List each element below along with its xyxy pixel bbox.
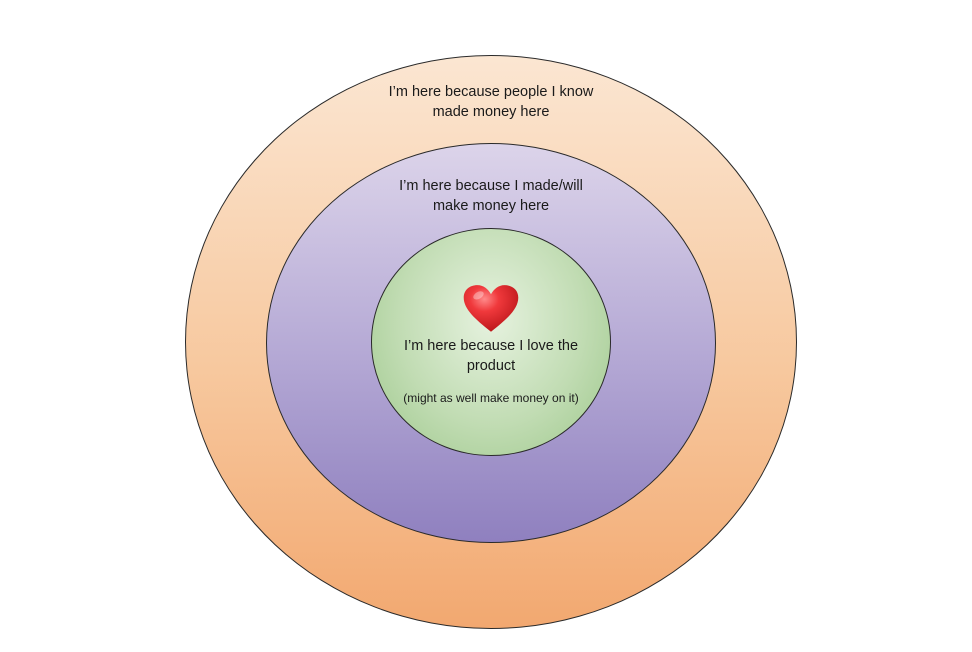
middle-circle-label-line-1: I’m here because I made/will — [399, 178, 583, 194]
inner-circle-label-line-1: I’m here because I love the — [403, 338, 579, 354]
middle-circle-label: I’m here because I made/will make money … — [341, 176, 641, 216]
outer-circle-label-line-2: made money here — [432, 104, 550, 120]
middle-circle-label-line-2: make money here — [432, 198, 550, 214]
outer-circle-label: I’m here because people I know made mone… — [341, 82, 641, 122]
inner-circle-label: I’m here because I love the product — [381, 336, 601, 376]
outer-circle-label-line-1: I’m here because people I know — [388, 84, 594, 100]
inner-circle-label-line-2: product — [466, 358, 516, 374]
inner-circle — [371, 228, 611, 456]
inner-circle-note: (might as well make money on it) — [403, 391, 579, 405]
heart-icon — [463, 285, 519, 332]
